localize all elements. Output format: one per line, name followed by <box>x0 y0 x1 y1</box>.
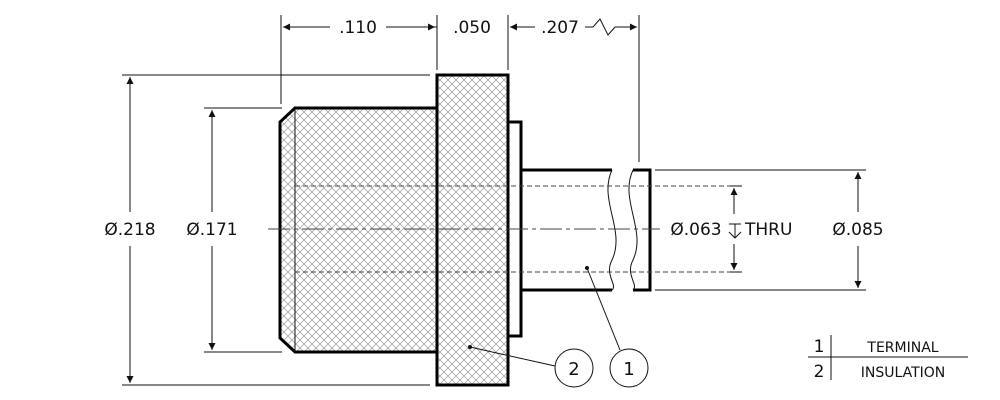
parts-list-number: 1 <box>814 337 825 357</box>
balloon-2 <box>554 348 594 388</box>
dim-length-a: .110 <box>339 18 377 38</box>
depth-symbol-icon <box>728 223 742 239</box>
left-dimensions: Ø.218 Ø.171 <box>104 74 430 386</box>
parts-list-name: TERMINAL <box>866 340 938 356</box>
balloon-2-number: 2 <box>568 359 579 380</box>
balloon-callouts: 2 1 <box>468 266 649 388</box>
dim-outer-diameter: Ø.218 <box>104 220 155 240</box>
insulation-body <box>278 106 439 354</box>
parts-list-name: INSULATION <box>861 365 946 381</box>
dim-length-b: .050 <box>453 18 491 38</box>
terminal-pin-end <box>633 168 652 292</box>
dim-length-c: .207 <box>541 18 579 38</box>
dim-body-diameter: Ø.171 <box>186 220 237 240</box>
dim-hole-diameter: Ø.063 <box>670 220 721 240</box>
pin-break-right <box>628 169 638 291</box>
top-dimensions: .110 .050 .207 <box>280 15 640 162</box>
dim-hole-depth: THRU <box>744 220 792 240</box>
parts-list-number: 2 <box>814 362 825 382</box>
pin-break-left <box>607 169 617 291</box>
insulation-flange <box>435 73 510 387</box>
right-dimensions: Ø.063 THRU Ø.085 <box>655 169 884 291</box>
dim-pin-diameter: Ø.085 <box>832 220 883 240</box>
balloon-1-number: 1 <box>623 359 634 380</box>
terminal-pin <box>521 168 612 292</box>
balloon-1 <box>609 348 649 388</box>
part-section <box>268 73 735 387</box>
parts-list: 1 TERMINAL 2 INSULATION <box>808 335 968 382</box>
